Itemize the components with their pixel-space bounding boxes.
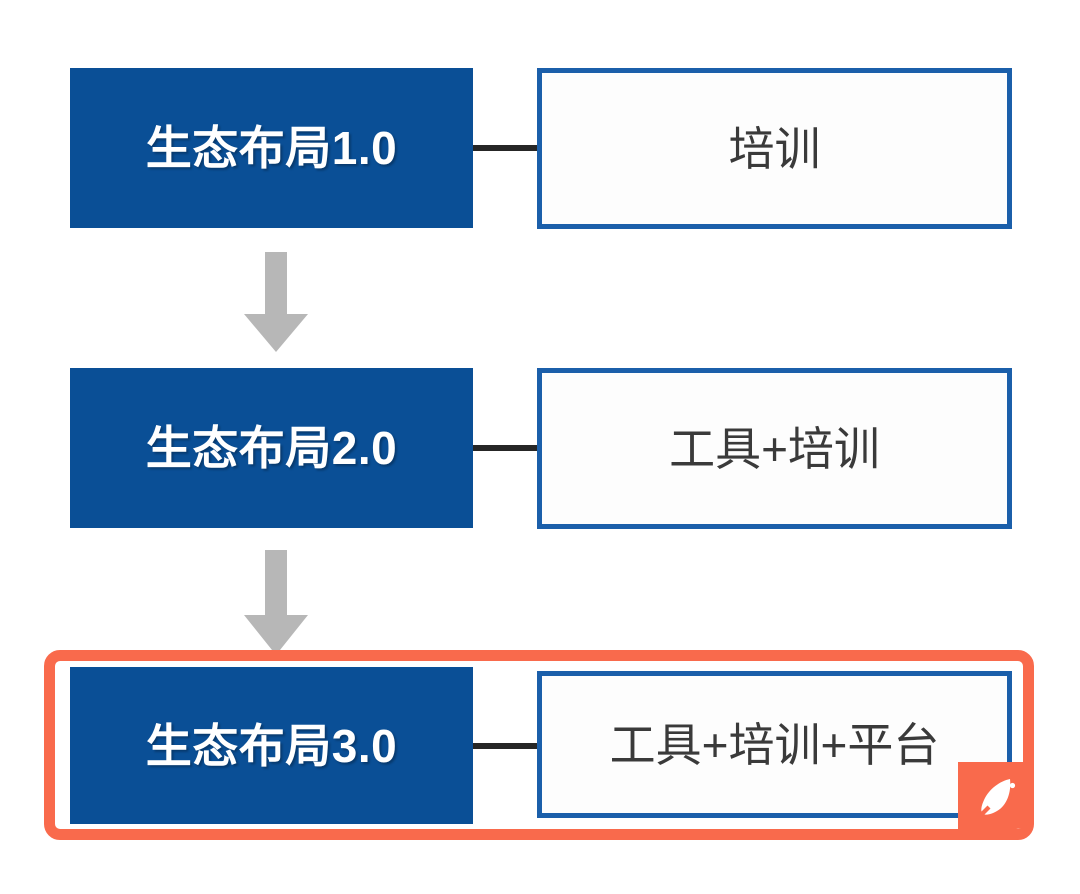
down-arrow-1 [240, 252, 312, 352]
stage-label-2: 生态布局2.0 [145, 422, 398, 474]
detail-box-1[interactable]: 培训 [537, 68, 1012, 229]
down-arrow-2 [240, 550, 312, 655]
detail-box-3[interactable]: 工具+培训+平台 [537, 671, 1012, 818]
detail-label-3: 工具+培训+平台 [609, 718, 940, 771]
detail-label-2: 工具+培训 [669, 422, 880, 475]
connector-line-1 [473, 145, 539, 151]
stage-label-1: 生态布局1.0 [145, 122, 398, 174]
stage-box-1[interactable]: 生态布局1.0 [70, 68, 473, 228]
connector-line-3 [473, 743, 539, 749]
detail-box-2[interactable]: 工具+培训 [537, 368, 1012, 529]
feather-icon [970, 770, 1022, 822]
stage-label-3: 生态布局3.0 [145, 719, 398, 772]
flow-row-2: 生态布局2.0 工具+培训 [0, 0, 1080, 529]
stage-box-3[interactable]: 生态布局3.0 [70, 667, 473, 824]
flow-row-3: 生态布局3.0 工具+培训+平台 [0, 0, 1080, 840]
feather-badge[interactable] [958, 762, 1034, 829]
flow-row-1: 生态布局1.0 培训 [0, 0, 1080, 300]
connector-line-2 [473, 445, 539, 451]
stage-box-2[interactable]: 生态布局2.0 [70, 368, 473, 528]
detail-label-1: 培训 [728, 122, 821, 175]
